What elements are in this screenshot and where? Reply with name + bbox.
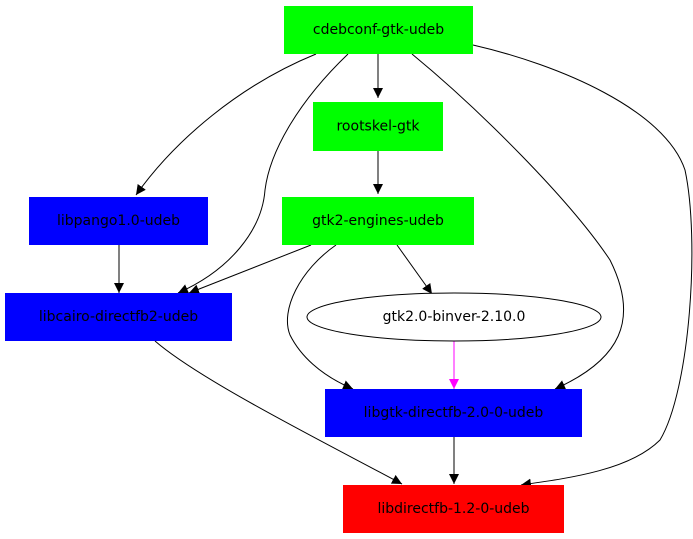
edge-cdebconf-to-libpango bbox=[135, 53, 317, 196]
node-label: libgtk-directfb-2.0-0-udeb bbox=[364, 405, 544, 421]
edge-libcairo-to-libdirectfb bbox=[154, 340, 403, 485]
node-gtk2-engines-udeb: gtk2-engines-udeb bbox=[282, 197, 474, 245]
node-libpango1-0-udeb: libpango1.0-udeb bbox=[29, 197, 208, 245]
node-label: cdebconf-gtk-udeb bbox=[313, 22, 444, 38]
node-box bbox=[284, 6, 473, 54]
node-gtk2-0-binver-2-10-0: gtk2.0-binver-2.10.0 bbox=[306, 292, 602, 342]
node-box bbox=[5, 293, 232, 341]
edge-cdebconf-to-libgtk bbox=[411, 53, 625, 390]
edges bbox=[114, 44, 693, 489]
node-label: libpango1.0-udeb bbox=[57, 213, 180, 229]
node-label: gtk2.0-binver-2.10.0 bbox=[383, 309, 526, 325]
node-label: libdirectfb-1.2-0-udeb bbox=[377, 501, 529, 517]
node-libgtk-directfb-2-0-0-udeb: libgtk-directfb-2.0-0-udeb bbox=[325, 389, 582, 437]
node-box bbox=[29, 197, 208, 245]
node-box bbox=[343, 485, 564, 533]
nodes: cdebconf-gtk-udeb rootskel-gtk gtk2-engi… bbox=[5, 6, 602, 533]
node-box bbox=[313, 102, 443, 151]
node-label: rootskel-gtk bbox=[336, 119, 420, 135]
edge-cdebconf-to-libcairo bbox=[177, 53, 349, 294]
node-label: gtk2-engines-udeb bbox=[312, 213, 444, 229]
edge-gtk2engines-to-libcairo bbox=[188, 244, 312, 294]
node-rootskel-gtk: rootskel-gtk bbox=[313, 102, 443, 151]
edge-gtk2engines-to-binver bbox=[396, 244, 433, 295]
node-box bbox=[325, 389, 582, 437]
node-ellipse bbox=[306, 292, 602, 342]
node-label: libcairo-directfb2-udeb bbox=[39, 309, 198, 325]
edge-cdebconf-to-libdirectfb bbox=[472, 44, 693, 489]
node-libcairo-directfb2-udeb: libcairo-directfb2-udeb bbox=[5, 293, 232, 341]
edge-gtk2engines-to-libgtk bbox=[286, 244, 354, 390]
node-libdirectfb-1-2-0-udeb: libdirectfb-1.2-0-udeb bbox=[343, 485, 564, 533]
node-box bbox=[282, 197, 474, 245]
node-cdebconf-gtk-udeb: cdebconf-gtk-udeb bbox=[284, 6, 473, 54]
